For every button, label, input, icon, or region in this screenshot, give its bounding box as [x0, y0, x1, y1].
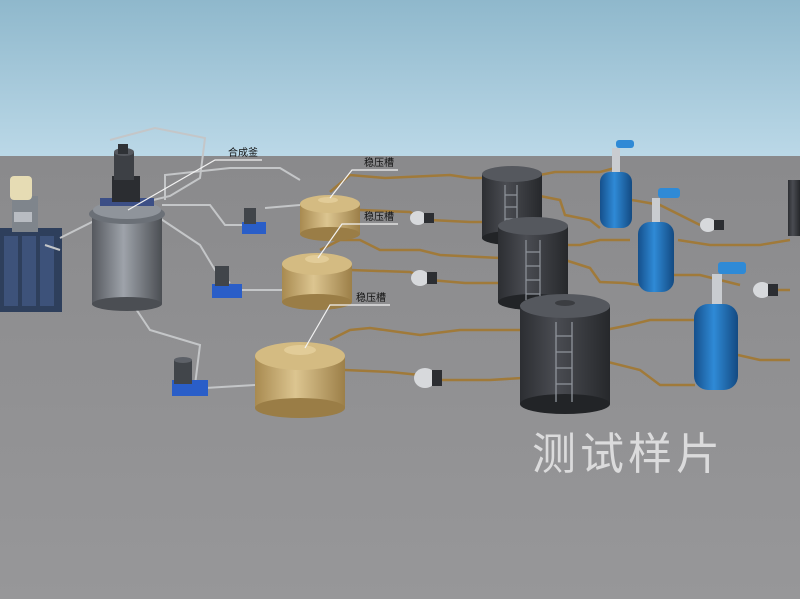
filter-vessel-2 — [638, 188, 680, 292]
watermark-text: 测试样片 — [532, 429, 724, 480]
transfer-pump-4 — [700, 218, 724, 232]
feed-pump-2 — [212, 266, 242, 298]
filter-vessel-1 — [600, 140, 634, 228]
buffer-tank-1 — [300, 195, 360, 241]
buffer-tank-3-label: 稳压槽 — [356, 293, 386, 304]
filter-vessel-3 — [694, 262, 746, 390]
buffer-tank-1-label: 稳压槽 — [364, 158, 394, 169]
sky-background — [0, 0, 800, 160]
transfer-pump-5 — [753, 282, 778, 298]
reactor-label: 合成釜 — [228, 148, 258, 159]
storage-tank-3 — [520, 294, 610, 414]
synthesis-reactor — [89, 144, 165, 311]
transfer-pump-3 — [414, 368, 442, 388]
callout-leaders — [127, 159, 398, 349]
storage-tank-4 — [788, 180, 800, 236]
left-equipment — [0, 176, 62, 312]
feed-pump-1 — [242, 208, 266, 234]
transfer-pump-2 — [411, 270, 437, 286]
copper-pipes — [319, 166, 791, 387]
buffer-tank-3 — [255, 342, 345, 418]
feed-pump-3 — [172, 357, 208, 396]
buffer-tank-2 — [282, 253, 352, 310]
buffer-tank-2-label: 稳压槽 — [364, 212, 394, 223]
transfer-pump-1 — [410, 211, 434, 225]
